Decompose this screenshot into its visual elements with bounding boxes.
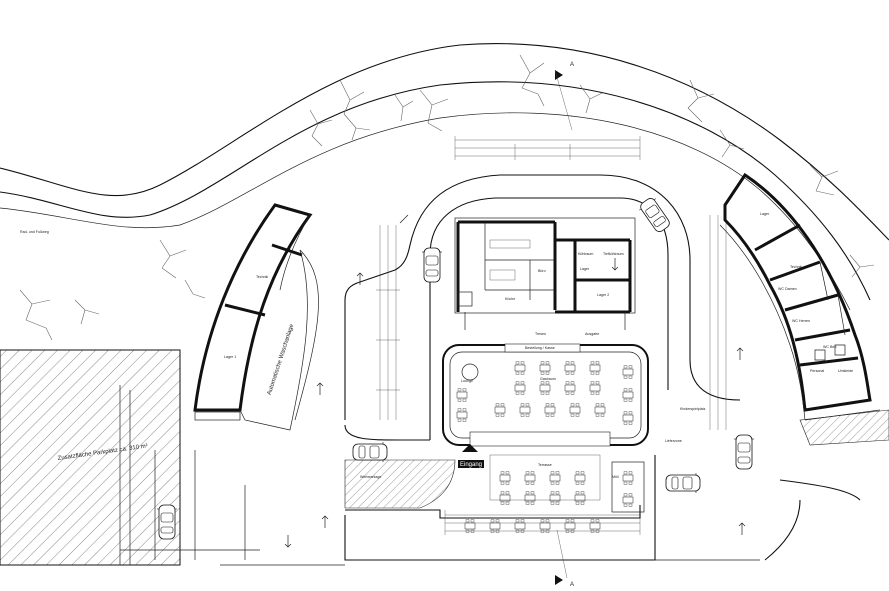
central-building xyxy=(454,217,636,330)
terrasse-label: Terrasse xyxy=(538,463,552,467)
terrace-side xyxy=(611,461,645,513)
entrance-hatched-bed xyxy=(344,459,456,509)
muell-label: Müll xyxy=(612,475,619,479)
buero-label: Büro xyxy=(538,269,546,273)
wash-facility-building xyxy=(193,203,319,431)
dimension-left xyxy=(376,225,400,420)
lager-1-label: Lager 1 xyxy=(224,355,236,359)
dining-hall xyxy=(442,343,649,447)
ws-herren-label: WC Herren xyxy=(792,319,810,323)
bestellung-label: Bestellung / Kasse xyxy=(525,346,555,350)
lieferzone-label: Lieferzone xyxy=(665,439,682,443)
personal-label: Personal xyxy=(810,369,824,373)
tiefkuehlraum-label: Tiefkühlraum xyxy=(603,252,624,256)
werbeanlage-label: Werbeanlage xyxy=(360,475,381,479)
umkleide-label: Umkleide xyxy=(838,369,853,373)
section-label-bottom: A xyxy=(570,582,574,588)
right-hatched-strip xyxy=(799,409,889,446)
section-markers xyxy=(554,69,573,585)
section-label-top: A xyxy=(570,62,574,68)
extra-parking-area xyxy=(0,349,260,566)
entrance-label-bg xyxy=(458,460,484,468)
right-road xyxy=(779,479,861,501)
rad-fussweg-label: Rad- und Fußweg xyxy=(20,230,49,234)
dimension-top xyxy=(454,136,641,160)
lounge-label: Lounge xyxy=(461,379,473,383)
lager-room-label: Lager xyxy=(580,267,590,271)
technik-2-label: Technik xyxy=(790,265,802,269)
lager-right-label: Lager xyxy=(760,212,770,216)
entrance-arrow-icon xyxy=(462,444,478,452)
tresen-label: Tresen xyxy=(535,332,546,336)
lager-2-label: Lager 2 xyxy=(597,293,609,297)
trees xyxy=(19,54,875,341)
ws-damen-label: WC Damen xyxy=(778,287,797,291)
tables xyxy=(456,361,634,533)
dimension-bottom xyxy=(444,510,641,535)
technik-label: Technik xyxy=(256,275,268,279)
drive-through-lane xyxy=(344,174,741,441)
terrace-outline xyxy=(489,454,601,501)
wc-behindert-label: WC Beh. xyxy=(823,345,837,349)
wash-facility-label: Automatische Waschanlage xyxy=(267,323,296,396)
right-curved-building xyxy=(719,172,881,421)
ausgabe-label: Ausgabe xyxy=(585,332,599,336)
landscape-curves xyxy=(0,43,889,311)
kuehlraum-label: Kühlraum xyxy=(578,252,593,256)
gastraum-label: Gastraum xyxy=(540,377,556,381)
bottom-lane xyxy=(220,455,760,566)
kueche-label: Küche xyxy=(505,297,515,301)
right-road-lower xyxy=(764,499,801,561)
direction-arrows xyxy=(284,214,746,548)
kinderspielplatz-label: Kinderspielplatz xyxy=(680,407,706,411)
entrance-label: Eingang xyxy=(460,462,482,468)
